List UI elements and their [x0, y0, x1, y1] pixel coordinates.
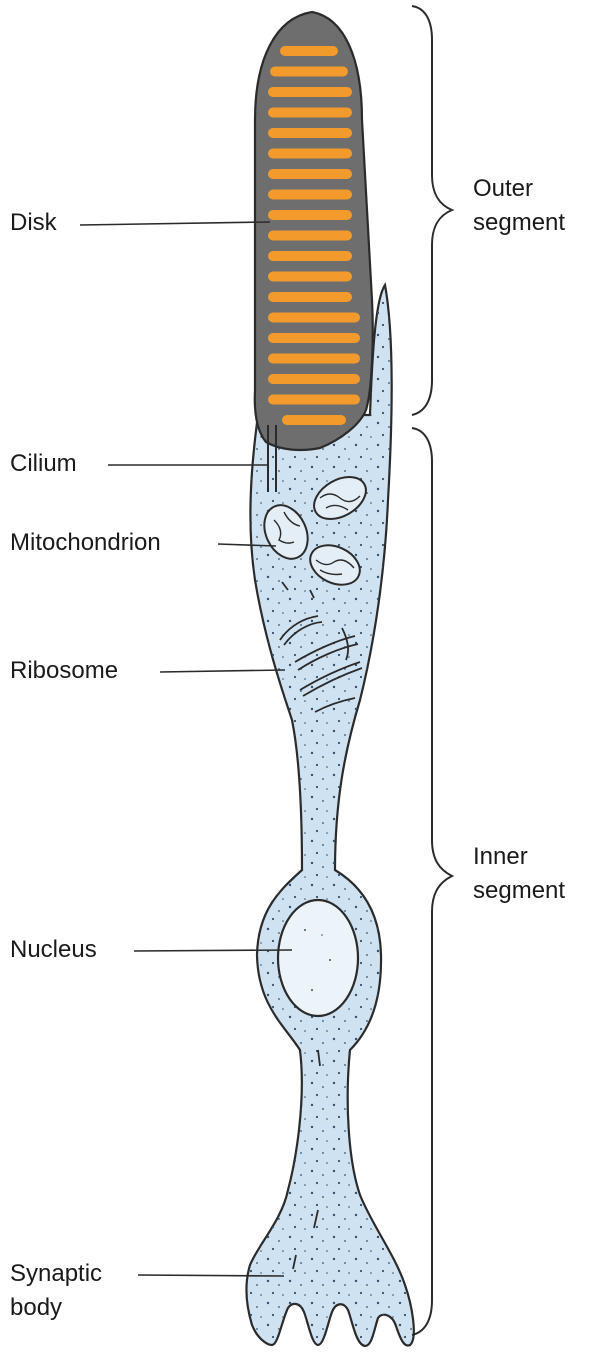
disk-17 — [268, 374, 360, 384]
nucleus-shape — [278, 900, 358, 1016]
disk-12 — [268, 272, 352, 282]
disk-13 — [268, 292, 352, 302]
cilium-label: Cilium — [10, 447, 77, 481]
ribosome-label: Ribosome — [10, 654, 118, 688]
ribosome-leader-line — [160, 670, 285, 672]
disk-label: Disk — [10, 206, 57, 240]
disk-7 — [268, 169, 352, 179]
disk-9 — [268, 210, 352, 220]
disk-2 — [270, 67, 348, 77]
disk-leader-line — [80, 222, 270, 225]
disk-3 — [268, 87, 352, 97]
nucleus-leader-line — [134, 950, 292, 951]
inner-segment-brace — [412, 428, 452, 1335]
disk-4 — [268, 108, 352, 118]
synaptic-body-label: Synaptic body — [10, 1257, 102, 1325]
disk-5 — [268, 128, 352, 138]
synaptic-body-leader-line — [138, 1275, 284, 1276]
disk-8 — [268, 190, 352, 200]
disk-14 — [268, 313, 360, 323]
disk-6 — [268, 149, 352, 159]
disk-1 — [280, 46, 338, 56]
disk-19 — [282, 415, 346, 425]
inner-segment-label: Inner segment — [473, 840, 565, 908]
disk-16 — [268, 354, 360, 364]
disk-10 — [268, 231, 352, 241]
mitochondrion-label: Mitochondrion — [10, 526, 161, 560]
outer-segment-label: Outer segment — [473, 172, 565, 240]
disk-11 — [268, 251, 352, 261]
disk-18 — [268, 395, 360, 405]
nucleus-label: Nucleus — [10, 933, 97, 967]
outer-segment-brace — [412, 6, 452, 415]
disk-15 — [268, 333, 360, 343]
